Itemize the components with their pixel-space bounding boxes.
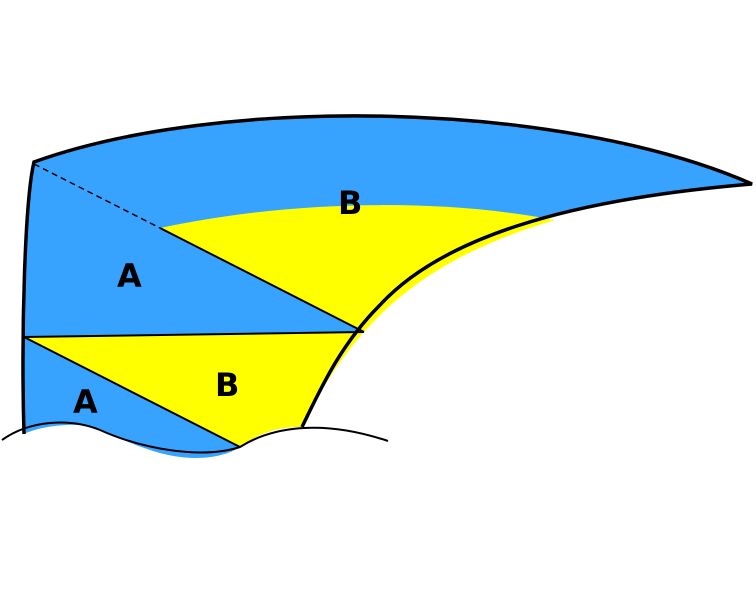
- label-lower-a: A: [73, 383, 98, 421]
- label-lower-b: B: [215, 366, 239, 404]
- shape-outline: [21, 114, 753, 435]
- label-upper-a: A: [117, 257, 142, 295]
- region-b-lower: [24, 332, 364, 447]
- label-upper-b: B: [338, 184, 362, 222]
- lower-diagonal-line: [23, 336, 241, 448]
- ground-wave-line: [1, 421, 389, 454]
- dashed-extension-line: [33, 163, 161, 229]
- upper-diagonal-line: [159, 227, 365, 333]
- horizontal-divider-line: [23, 331, 365, 338]
- region-b-upper: [160, 205, 555, 332]
